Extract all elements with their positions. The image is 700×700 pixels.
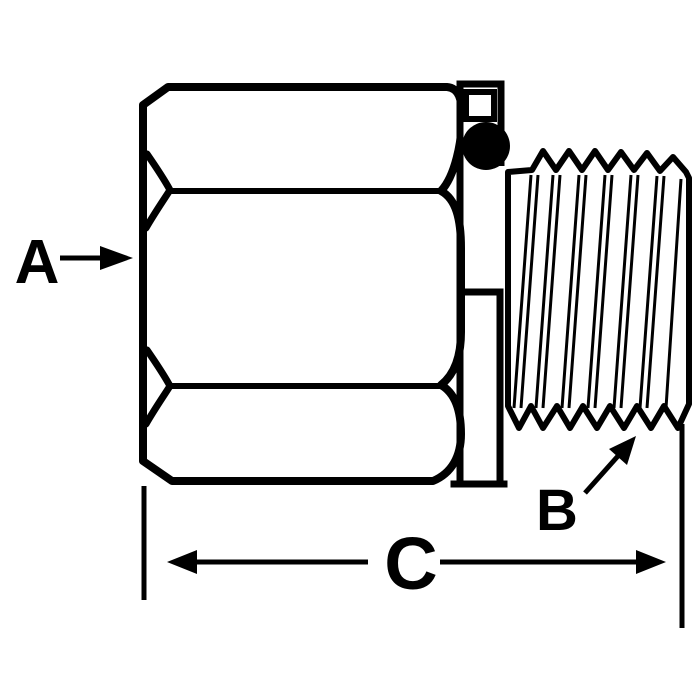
dimension-c-arrowhead-right — [636, 550, 666, 574]
shoulder-shank — [450, 164, 508, 488]
arrow-b-line — [583, 454, 620, 495]
label-c: C — [384, 522, 437, 605]
o-ring — [462, 122, 510, 170]
fitting-body — [139, 80, 692, 488]
callout-b: B — [536, 436, 636, 543]
hex-body — [139, 83, 466, 485]
arrow-a-head — [100, 246, 133, 270]
thread-flank-lines — [512, 174, 683, 409]
label-b: B — [536, 478, 578, 543]
washer-tab-slot — [463, 89, 497, 122]
callout-a: A — [15, 228, 133, 297]
arrow-b-head — [609, 436, 636, 465]
dimension-c-arrowhead-left — [167, 550, 197, 574]
hex-face-lines — [167, 188, 444, 389]
label-a: A — [15, 228, 60, 297]
dimension-c: C — [141, 424, 685, 628]
